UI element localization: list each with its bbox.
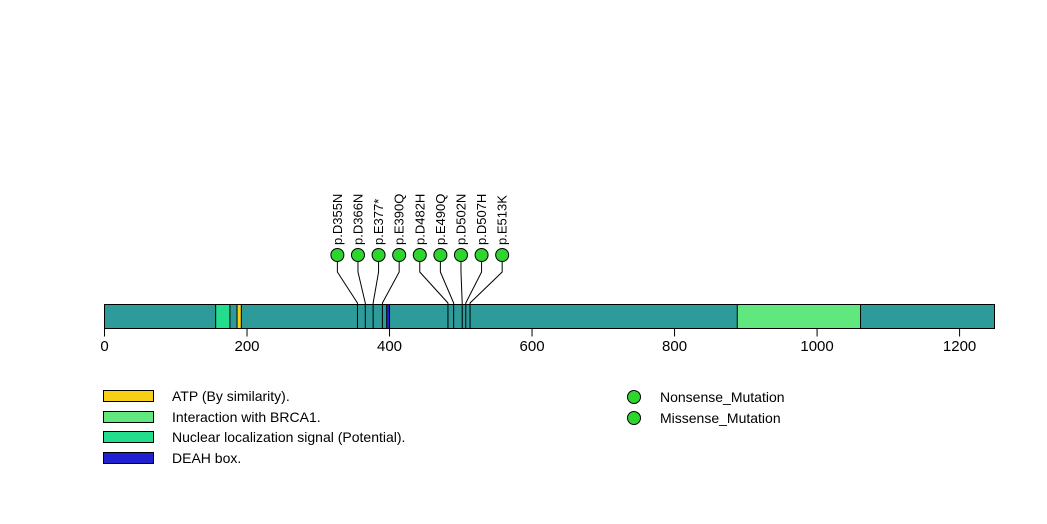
lollipop-stem-p-d366n — [357, 261, 366, 329]
legend-item-atp: ATP (By similarity). — [103, 386, 405, 407]
mutation-label-p-d482h: p.D482H — [412, 194, 427, 245]
axis-tick-label: 800 — [662, 338, 687, 355]
mutation-label-p-d507h: p.D507H — [474, 194, 489, 245]
lollipop-p-e377-nonsense-mutation — [371, 248, 386, 262]
lollipop-stem-p-e513k — [469, 261, 503, 329]
lollipop-stem-p-d507h — [465, 261, 483, 329]
axis-tick-label: 600 — [520, 338, 545, 355]
lollipop-p-d507h-missense-mutation — [474, 248, 489, 262]
domain-legend-label: ATP (By similarity). — [172, 388, 290, 405]
lollipop-stem-p-e490q — [439, 261, 455, 329]
legend-item-brca1-interaction: Interaction with BRCA1. — [103, 407, 405, 428]
lollipop-p-d482h-missense-mutation — [412, 248, 427, 262]
lollipop-p-e513k-nonsense-mutation — [495, 248, 510, 262]
mutation-label-p-e390q: p.E390Q — [392, 194, 407, 245]
mutation-label-p-e490q: p.E490Q — [433, 194, 448, 245]
lollipop-p-d502n-missense-mutation — [453, 248, 468, 262]
nonsense-mutation-circle-icon — [627, 389, 641, 404]
domain-legend-label: Interaction with BRCA1. — [172, 408, 321, 425]
lollipop-stem-p-e377 — [372, 261, 380, 329]
lollipop-stem-p-e390q — [381, 261, 400, 329]
missense-mutation-circle-icon — [627, 410, 641, 425]
domain-legend-label: DEAH box. — [172, 449, 242, 466]
mutation-legend-label: Nonsense_Mutation — [660, 388, 785, 405]
lollipop-stem-p-d355n — [336, 261, 358, 329]
domain-legend-label: Nuclear localization signal (Potential). — [172, 429, 406, 446]
mutation-label-p-e513k: p.E513K — [495, 195, 510, 245]
domain-swatch-nls — [103, 431, 154, 444]
mutation-label-p-d366n: p.D366N — [350, 194, 365, 245]
legend-item-nls: Nuclear localization signal (Potential). — [103, 427, 405, 448]
lollipop-stem-p-d502n — [460, 261, 463, 329]
lollipop-p-d366n-missense-mutation — [350, 248, 365, 262]
axis-tick-label: 0 — [100, 338, 108, 355]
domain-interaction-with-brca1 — [736, 304, 862, 329]
lollipop-p-e390q-missense-mutation — [392, 248, 407, 262]
legend-item-missense-mutation: Missense_Mutation — [627, 407, 785, 428]
lollipop-p-d355n-missense-mutation — [330, 248, 345, 262]
legend-item-nonsense-mutation: Nonsense_Mutation — [627, 386, 785, 407]
axis-tick-label: 1200 — [943, 338, 976, 355]
axis-tick-label: 200 — [234, 338, 259, 355]
axis-tick-label: 400 — [377, 338, 402, 355]
legend-item-deah-box: DEAH box. — [103, 448, 405, 469]
domain-swatch-deah-box — [103, 451, 154, 464]
domain-atp-by-similarity — [236, 304, 242, 329]
axis-tick-label: 1000 — [800, 338, 833, 355]
mutation-label-p-d502n: p.D502N — [453, 194, 468, 245]
lollipop-stem-p-d482h — [419, 261, 449, 329]
lollipop-p-e490q-missense-mutation — [433, 248, 448, 262]
mutation-legend-label: Missense_Mutation — [660, 409, 781, 426]
domain-deah-box — [386, 304, 391, 329]
mutation-type-legend: Nonsense_Mutation Missense_Mutation — [627, 386, 785, 428]
domain-swatch-brca1-interaction — [103, 410, 154, 423]
domain-legend: ATP (By similarity). Interaction with BR… — [103, 386, 405, 468]
domain-nuclear-localization-signal-potential — [215, 304, 231, 329]
mutation-label-p-d355n: p.D355N — [330, 194, 345, 245]
mutation-label-p-e377: p.E377* — [371, 199, 386, 245]
domain-swatch-atp — [103, 390, 154, 403]
